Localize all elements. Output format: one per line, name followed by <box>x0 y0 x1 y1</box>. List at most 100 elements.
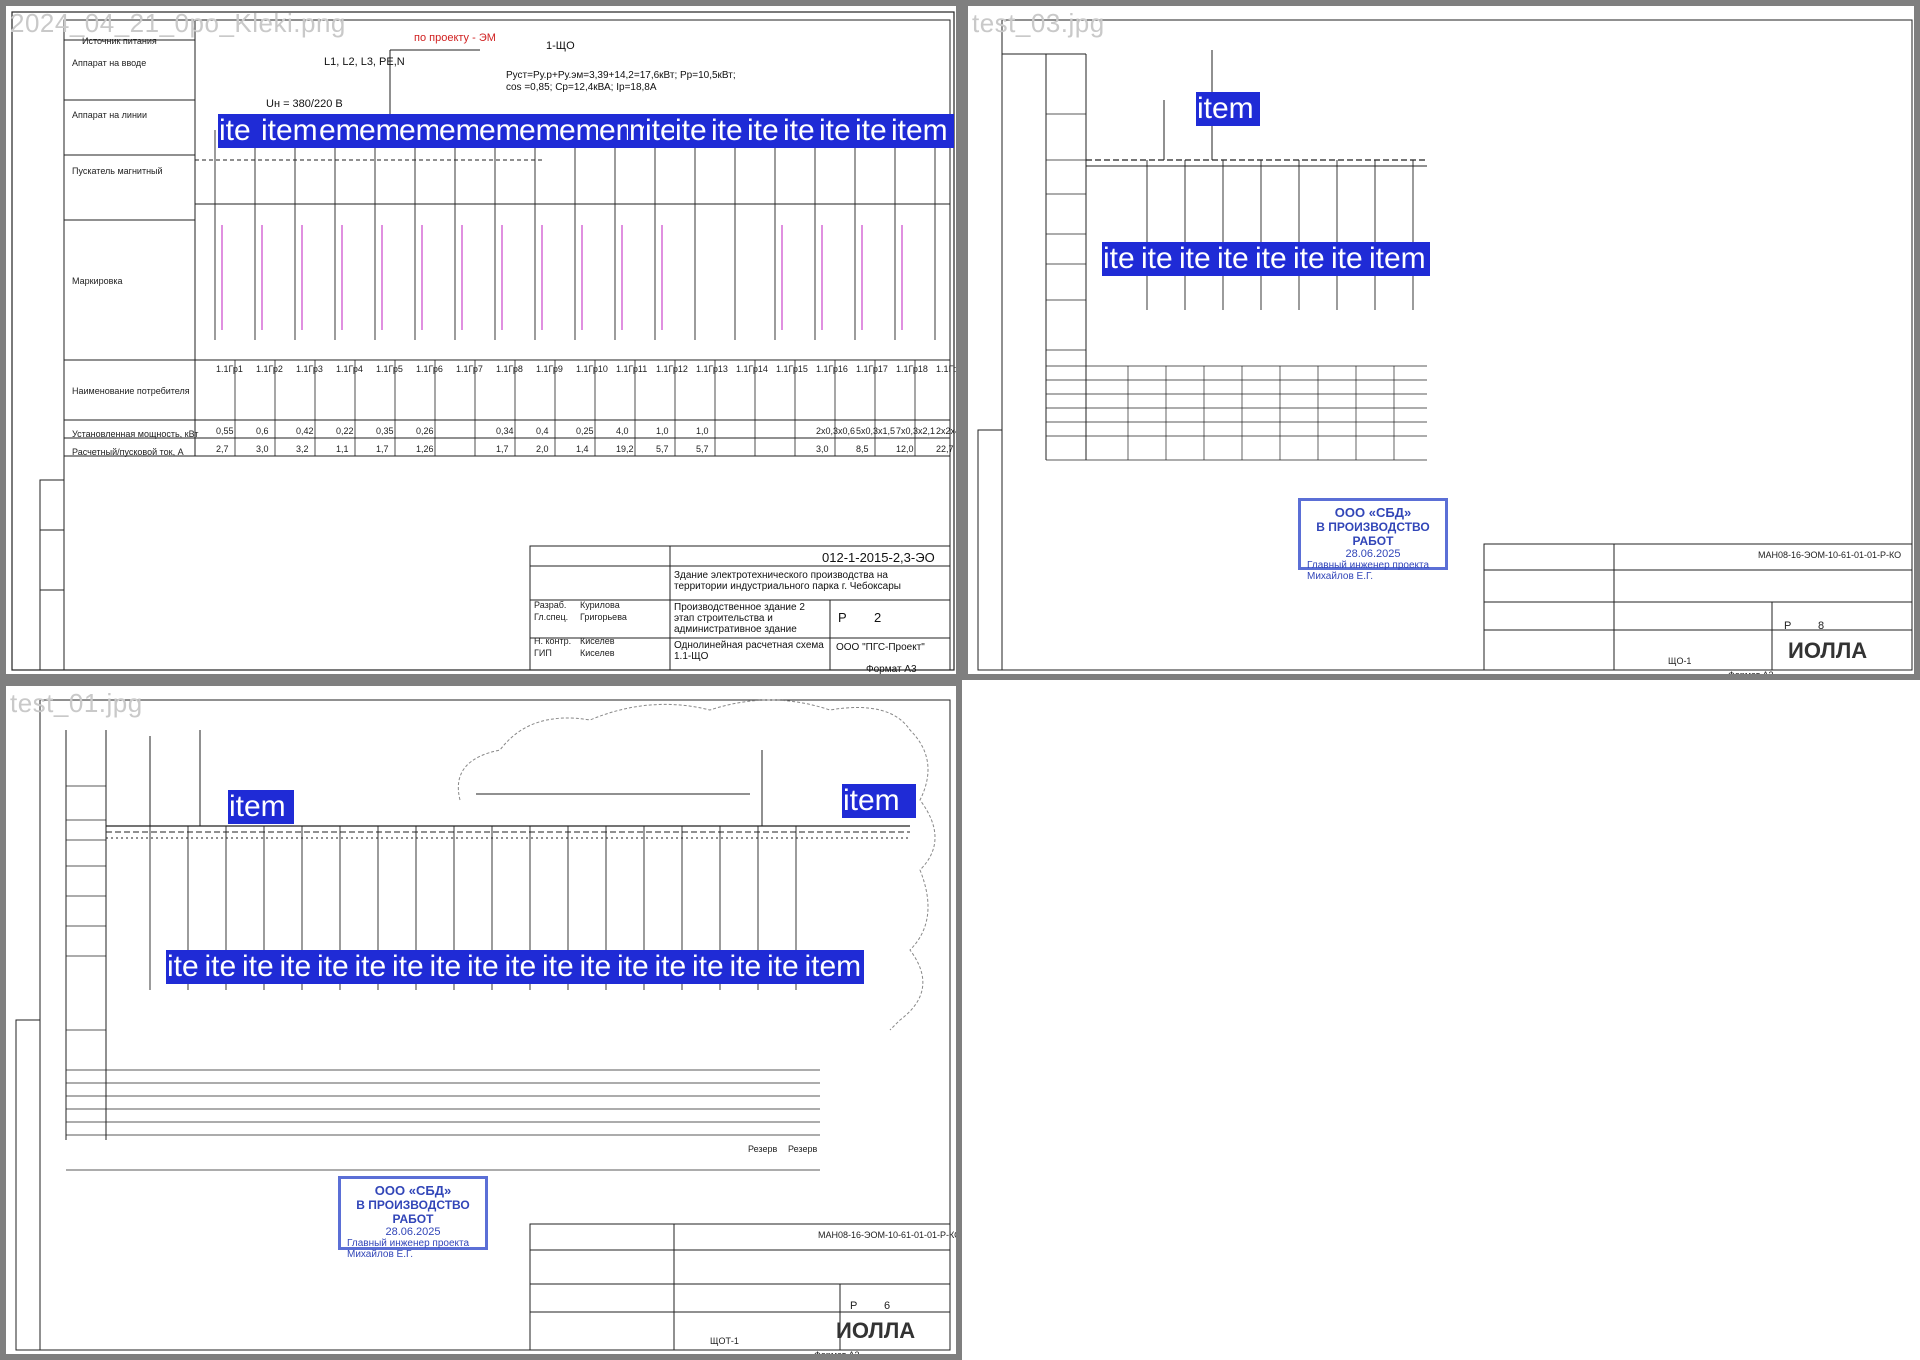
detection-tag[interactable]: ite <box>1140 242 1180 276</box>
power-value: 0,55 <box>216 426 234 436</box>
power-value: 0,34 <box>496 426 514 436</box>
detection-tag[interactable]: ite <box>782 114 820 148</box>
stamp-signer: Михайлов Е.Г. <box>347 1249 413 1260</box>
company-logo: ИОЛЛА <box>836 1318 916 1343</box>
power-value: 0,26 <box>416 426 434 436</box>
signer-role-3: Н. контр. <box>534 636 572 646</box>
stamp-date: 28.06.2025 <box>1345 548 1401 560</box>
detection-tag[interactable]: ite <box>241 950 280 984</box>
row-header-consumer: Наименование потребителя <box>72 386 190 396</box>
detection-tag[interactable]: item <box>1196 92 1260 126</box>
current-value: 8,5 <box>856 444 869 454</box>
detection-tag[interactable]: ite <box>728 950 768 984</box>
company-logo: ИОЛЛА <box>1788 638 1868 663</box>
row-header-marking: Маркировка <box>72 276 123 286</box>
current-value: 3,0 <box>256 444 269 454</box>
line-label: 1.1Гр11 <box>616 364 648 374</box>
line-label: 1.1Гр14 <box>736 364 768 374</box>
stamp-signer: Михайлов Е.Г. <box>1307 571 1373 582</box>
detection-tag[interactable]: ite <box>1254 242 1294 276</box>
detection-tag[interactable]: ite <box>818 114 856 148</box>
scheme-note: по проекту - ЭМ <box>414 32 496 44</box>
detection-tag[interactable]: ite <box>466 950 505 984</box>
detection-tag[interactable]: ite <box>616 950 655 984</box>
line-label: 1.1Гр19 <box>936 364 958 374</box>
approval-stamp: ООО «СБД» В ПРОИЗВОДСТВО РАБОТ 28.06.202… <box>1298 498 1448 582</box>
building-title: Производственное здание 2 этап строитель… <box>674 602 805 635</box>
current-value: 2,7 <box>216 444 229 454</box>
detection-tag[interactable]: ite <box>854 114 892 148</box>
detection-tag[interactable]: ite <box>353 950 393 984</box>
signer-name-3: Киселев <box>580 636 615 646</box>
power-value: 0,25 <box>576 426 594 436</box>
detection-tag[interactable]: em <box>558 114 600 148</box>
detection-tag[interactable]: em <box>518 114 560 148</box>
panel-top-right[interactable]: test_03.jpg <box>962 0 1920 680</box>
detection-tag[interactable]: ite <box>653 950 693 984</box>
detection-tag[interactable]: ite <box>710 114 748 148</box>
signer-name-4: Киселев <box>580 648 615 658</box>
current-value: 1,1 <box>336 444 349 454</box>
detection-tag[interactable]: ite <box>316 950 355 984</box>
detection-tag[interactable]: item <box>842 784 916 818</box>
reserve-label: Резерв <box>788 1144 818 1154</box>
current-value: 1,4 <box>576 444 589 454</box>
detection-tag[interactable]: ite <box>541 950 580 984</box>
detection-tag[interactable]: ite <box>503 950 543 984</box>
detection-tag[interactable]: item <box>1368 242 1430 276</box>
format-label: Формат А3 <box>1728 670 1774 680</box>
detection-tag[interactable]: ite <box>674 114 712 148</box>
detection-tag[interactable]: em <box>398 114 440 148</box>
detection-tag[interactable]: m <box>628 114 646 148</box>
signer-name-1: Курилова <box>580 600 620 610</box>
detection-tag[interactable]: ite <box>203 950 243 984</box>
detection-tag[interactable]: em <box>598 114 630 148</box>
detection-tag[interactable]: ite <box>391 950 430 984</box>
power-value: 0,6 <box>256 426 269 436</box>
detection-tag[interactable]: ite <box>1102 242 1142 276</box>
format-label: Формат А3 <box>866 664 917 675</box>
approval-stamp: ООО «СБД» В ПРОИЗВОДСТВО РАБОТ 28.06.202… <box>338 1176 488 1260</box>
line-label: 1.1Гр3 <box>296 364 323 374</box>
panel-bottom-left[interactable]: test_01.jpg <box>0 680 962 1360</box>
line-label: 1.1Гр9 <box>536 364 563 374</box>
panel-top-left[interactable]: 2024_04_21_0po_Kleki.png <box>0 0 962 680</box>
detection-tag[interactable]: ite <box>746 114 784 148</box>
detection-tag[interactable]: em <box>358 114 400 148</box>
current-value: 1,7 <box>376 444 389 454</box>
detection-tag[interactable]: ite <box>1292 242 1332 276</box>
detection-tag[interactable]: ite <box>578 950 618 984</box>
detection-tag[interactable]: item <box>228 790 294 824</box>
stamp-date: 28.06.2025 <box>385 1226 441 1238</box>
detection-tag[interactable]: item <box>890 114 954 148</box>
current-value: 5,7 <box>656 444 669 454</box>
detection-tag[interactable]: ite <box>428 950 468 984</box>
sheet-number: 8 <box>1818 620 1825 632</box>
detection-tag[interactable]: em <box>478 114 520 148</box>
drawing-code: 012-1-2015-2,3-ЭО <box>822 550 935 565</box>
shield-name: ЩОТ-1 <box>710 1336 739 1346</box>
stage: Р <box>1784 620 1792 632</box>
detection-tag[interactable]: em <box>318 114 360 148</box>
current-value: 1,26 <box>416 444 434 454</box>
detection-tag[interactable]: ite <box>218 114 262 148</box>
stamp-role: Главный инженер проекта <box>1307 560 1430 571</box>
stamp-company: ООО «СБД» <box>1334 505 1412 520</box>
detection-tag[interactable]: item <box>644 114 676 148</box>
detection-tag[interactable]: item <box>260 114 320 148</box>
detection-tag[interactable]: item <box>803 950 864 984</box>
row-header-current: Расчетный/пусковой ток, А <box>72 447 184 457</box>
detection-tag[interactable]: ite <box>1216 242 1256 276</box>
detection-tag[interactable]: ite <box>1330 242 1370 276</box>
panel-name: 1-ЩО <box>546 40 575 52</box>
signer-role-4: ГИП <box>534 648 552 658</box>
detection-tag[interactable]: ite <box>691 950 730 984</box>
detection-tag[interactable]: ite <box>166 950 205 984</box>
power-text: Руст=Ру.р+Ру.эм=3,39+14,2=17,6кВт; Рр=10… <box>506 70 736 81</box>
line-label: 1.1Гр6 <box>416 364 443 374</box>
detection-tag[interactable]: em <box>438 114 480 148</box>
detection-tag[interactable]: ite <box>278 950 318 984</box>
detection-tag[interactable]: ite <box>766 950 805 984</box>
detection-tag[interactable]: ite <box>1178 242 1218 276</box>
bus-label: L1, L2, L3, PE,N <box>324 56 405 68</box>
